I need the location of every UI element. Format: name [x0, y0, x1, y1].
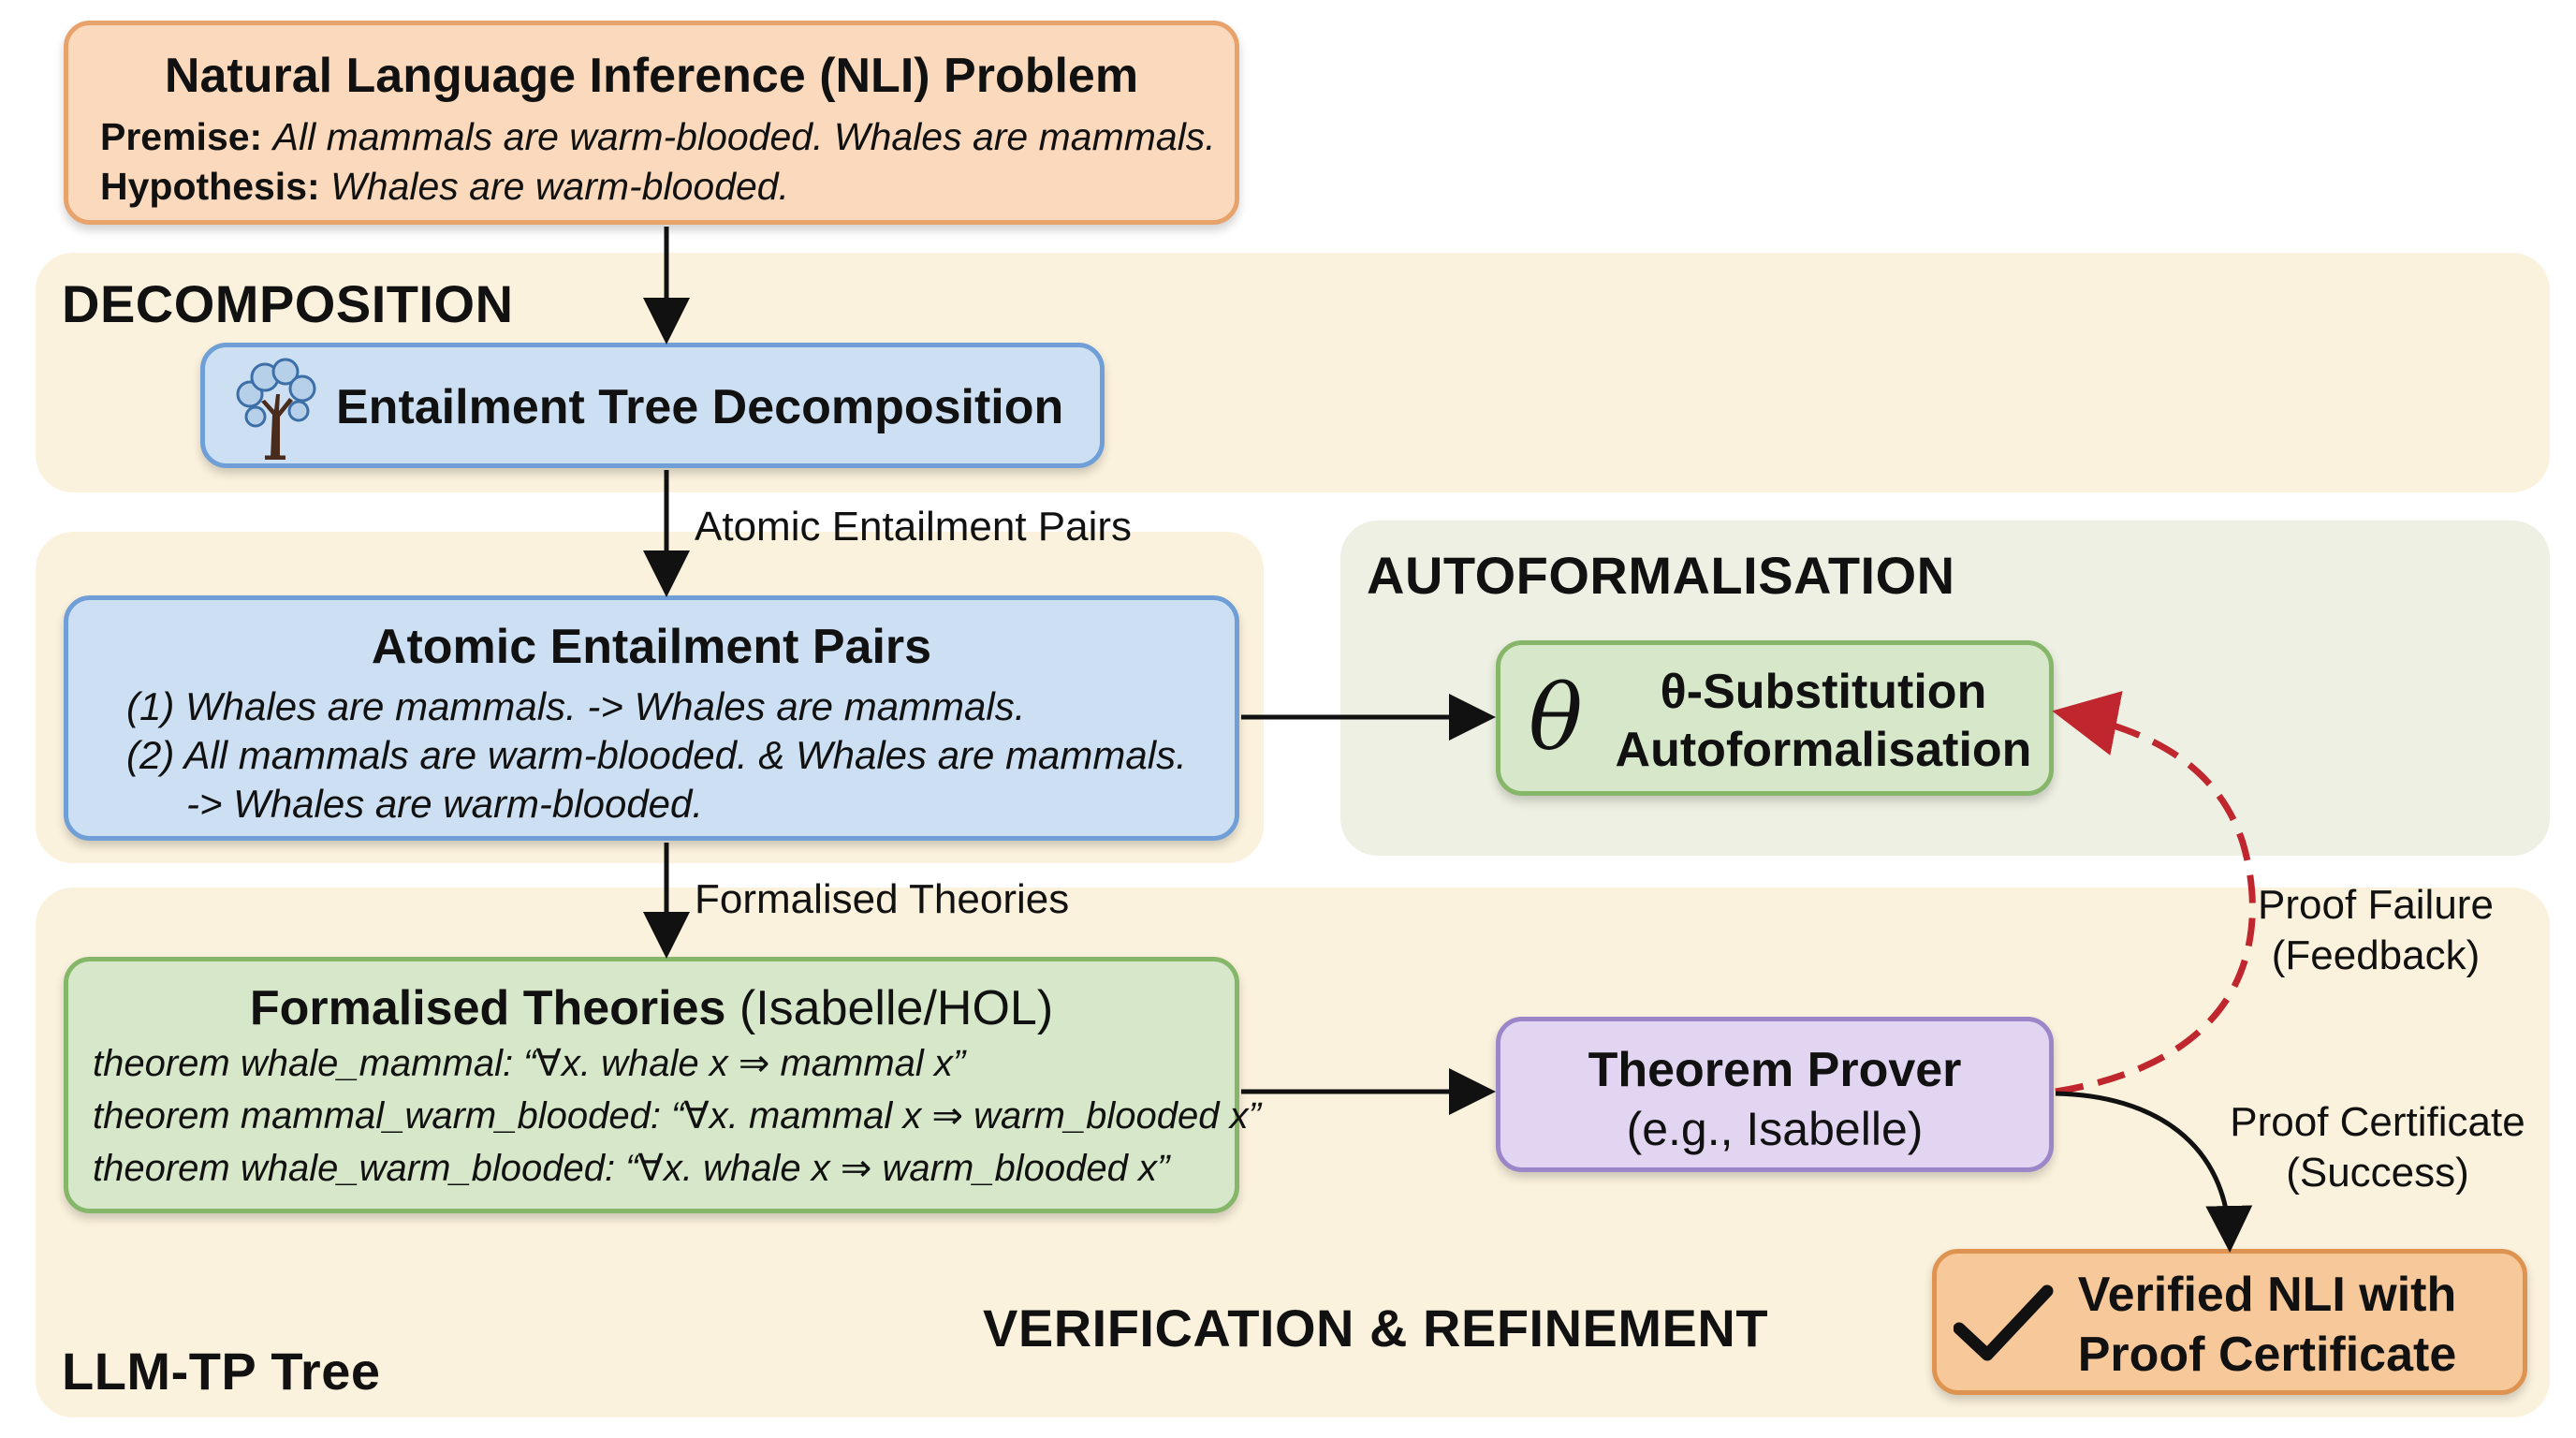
verified-nli-line1: Verified NLI with: [2077, 1268, 2457, 1322]
atomic-pair-2-conclusion: -> Whales are warm-blooded.: [186, 782, 704, 826]
decomposition-title: DECOMPOSITION: [62, 274, 514, 333]
formalised-title-rest: (Isabelle/HOL): [739, 981, 1054, 1035]
theta-substitution-box: θ θ-Substitution Autoformalisation: [1496, 640, 2054, 796]
entailment-tree-label: Entailment Tree Decomposition: [336, 380, 1064, 434]
atomic-pairs-arrow-label: Atomic Entailment Pairs: [695, 504, 1133, 550]
autoformalisation-title: AUTOFORMALISATION: [1367, 546, 1955, 605]
formalised-theories-box: Formalised Theories (Isabelle/HOL) theor…: [64, 957, 1261, 1213]
proof-failure-line1: Proof Failure: [2258, 882, 2494, 928]
formalised-theories-arrow-label: Formalised Theories: [695, 876, 1070, 922]
theorem-line-3: theorem whale_warm_blooded: “∀x. whale x…: [93, 1148, 1170, 1189]
theorem-line-1: theorem whale_mammal: “∀x. whale x ⇒ mam…: [93, 1043, 966, 1084]
atomic-pair-1: (1) Whales are mammals. -> Whales are ma…: [126, 684, 1026, 728]
nli-problem-box: Natural Language Inference (NLI) Problem…: [64, 21, 1239, 225]
proof-failure-label: Proof Failure (Feedback): [2254, 880, 2497, 981]
proof-certificate-label: Proof Certificate (Success): [2209, 1097, 2546, 1198]
hypothesis-line: Hypothesis: Whales are warm-blooded.: [100, 165, 1235, 209]
theta-substitution-line1: θ-Substitution: [1660, 665, 1987, 719]
formalised-theories-title: Formalised Theories (Isabelle/HOL): [68, 980, 1235, 1036]
atomic-entailment-title: Atomic Entailment Pairs: [371, 620, 932, 674]
nli-problem-title: Natural Language Inference (NLI) Problem: [164, 49, 1139, 103]
checkmark-icon: [1954, 1284, 2054, 1361]
premise-label: Premise:: [100, 115, 263, 158]
theorem-prover-box: Theorem Prover (e.g., Isabelle): [1496, 1017, 2054, 1172]
theta-substitution-line2: Autoformalisation: [1615, 723, 2032, 777]
atomic-pair-2: (2) All mammals are warm-blooded. & Whal…: [126, 733, 1187, 777]
theta-symbol: θ: [1529, 666, 1583, 770]
premise-line: Premise: All mammals are warm-blooded. W…: [100, 115, 1235, 159]
proof-failure-line2: (Feedback): [2271, 932, 2481, 978]
proof-certificate-line1: Proof Certificate: [2230, 1099, 2525, 1145]
entailment-tree-decomposition-box: Entailment Tree Decomposition: [200, 343, 1105, 468]
formalised-title-bold: Formalised Theories: [249, 981, 726, 1035]
theorem-line-2: theorem mammal_warm_blooded: “∀x. mammal…: [93, 1095, 1261, 1137]
tree-icon: [236, 358, 316, 460]
premise-text: All mammals are warm-blooded. Whales are…: [272, 115, 1216, 158]
hypothesis-text: Whales are warm-blooded.: [330, 165, 790, 208]
theorem-prover-subtitle: (e.g., Isabelle): [1626, 1103, 1924, 1155]
llm-tp-tree-label: LLM-TP Tree: [62, 1342, 381, 1401]
hypothesis-label: Hypothesis:: [100, 165, 320, 208]
proof-certificate-line2: (Success): [2286, 1150, 2469, 1196]
theorem-prover-title: Theorem Prover: [1588, 1043, 1962, 1097]
arrow-proof-failure-feedback: [2052, 691, 2256, 1095]
arrow-proof-certificate-success: [2055, 1091, 2253, 1253]
atomic-entailment-pairs-box: Atomic Entailment Pairs (1) Whales are m…: [64, 595, 1239, 841]
verified-nli-box: Verified NLI with Proof Certificate: [1932, 1249, 2527, 1395]
verified-nli-line2: Proof Certificate: [2077, 1328, 2457, 1382]
verification-title: VERIFICATION & REFINEMENT: [983, 1299, 1769, 1357]
